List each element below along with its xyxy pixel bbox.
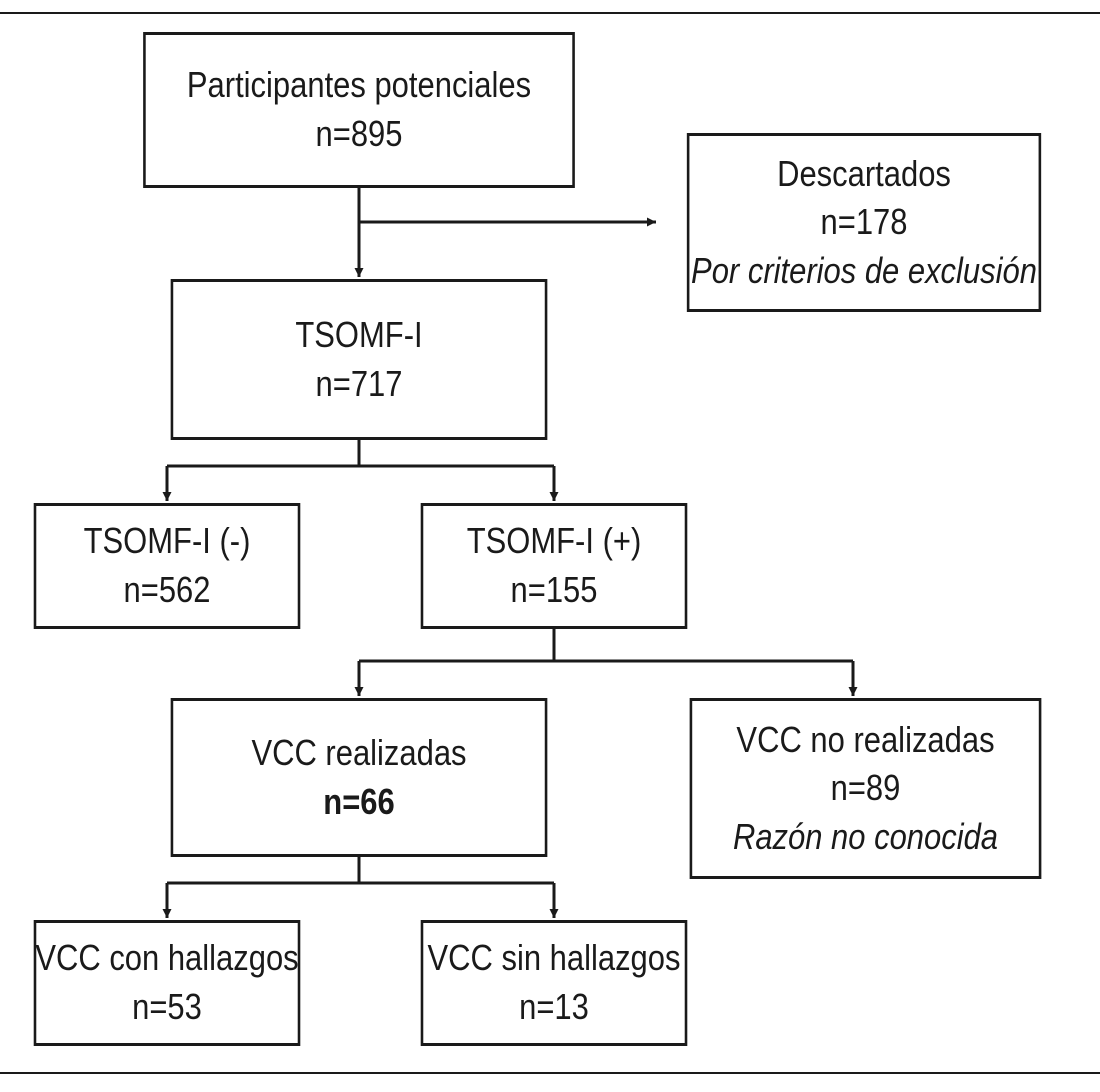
edge-positive-split xyxy=(359,629,853,663)
node-tsomf-negative: TSOMF-I (-) n=562 xyxy=(33,503,301,629)
node-potential-participants: Participantes potenciales n=895 xyxy=(143,32,575,188)
node-title: TSOMF-I (+) xyxy=(466,520,642,562)
node-title: VCC realizadas xyxy=(251,731,467,773)
node-count: n=717 xyxy=(315,362,403,404)
node-count: n=155 xyxy=(510,569,598,610)
node-tsomf: TSOMF-I n=717 xyxy=(170,279,548,440)
node-discarded: Descartados n=178 Por criterios de exclu… xyxy=(686,133,1042,312)
node-vcc-done: VCC realizadas n=66 xyxy=(170,698,548,857)
node-count: n=13 xyxy=(519,986,589,1027)
node-count: n=66 xyxy=(323,780,395,822)
edge-tsomf-split xyxy=(167,440,554,468)
node-tsomf-positive: TSOMF-I (+) n=155 xyxy=(420,503,688,629)
node-title: VCC con hallazgos xyxy=(35,937,299,979)
node-title: TSOMF-I (-) xyxy=(83,520,251,562)
node-note: Razón no conocida xyxy=(732,815,999,857)
node-count: n=562 xyxy=(123,569,211,610)
node-title: Participantes potenciales xyxy=(186,64,532,106)
node-title: VCC no realizadas xyxy=(736,718,995,760)
node-vcc-not-done: VCC no realizadas n=89 Razón no conocida xyxy=(689,698,1042,879)
bottom-rule xyxy=(0,1072,1100,1074)
node-count: n=178 xyxy=(820,201,908,243)
node-title: Descartados xyxy=(777,152,951,194)
node-vcc-with-findings: VCC con hallazgos n=53 xyxy=(33,920,301,1046)
top-rule xyxy=(0,12,1100,14)
node-title: VCC sin hallazgos xyxy=(427,937,681,979)
node-vcc-without-findings: VCC sin hallazgos n=13 xyxy=(420,920,688,1046)
node-count: n=895 xyxy=(315,113,403,154)
edge-vcc-done-split xyxy=(167,857,554,885)
node-title: TSOMF-I xyxy=(295,313,423,355)
node-count: n=53 xyxy=(132,986,202,1027)
node-note: Por criterios de exclusión xyxy=(691,249,1037,291)
node-count: n=89 xyxy=(830,767,901,809)
